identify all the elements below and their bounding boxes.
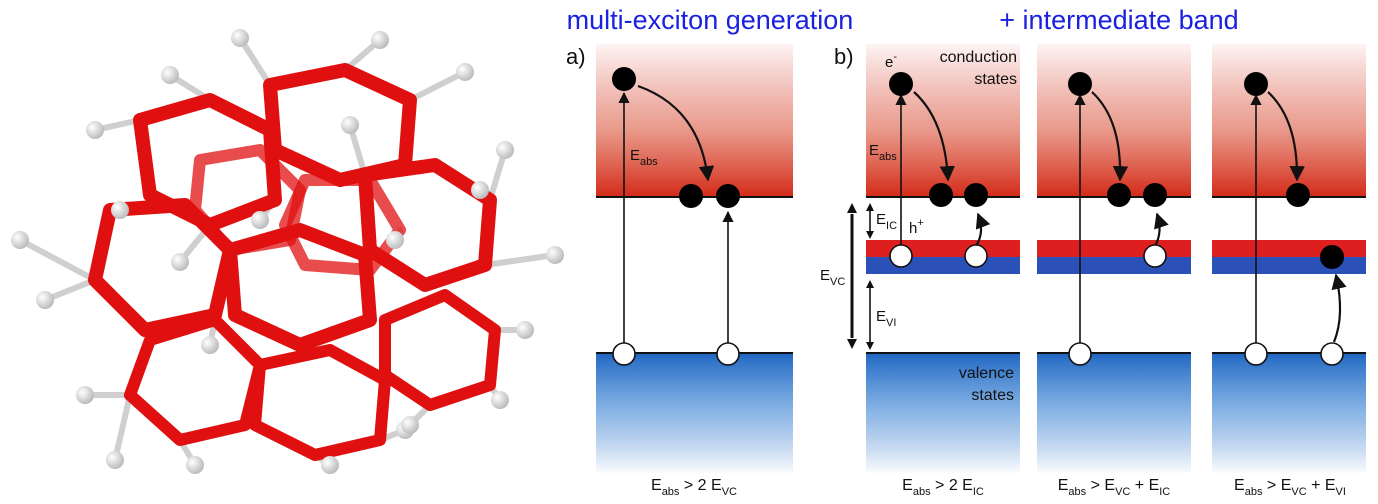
ib-excitation-arrow-b1 bbox=[975, 212, 991, 247]
ib-lower-b1 bbox=[866, 257, 1020, 274]
valence-band-b2 bbox=[1037, 353, 1191, 473]
condition-b2: Eabs > EVC + EIC bbox=[1058, 477, 1171, 498]
hydrogen-atom bbox=[341, 116, 359, 134]
hydrogen-atom bbox=[401, 416, 419, 434]
relaxation-arrow-b1 bbox=[913, 91, 955, 182]
carbon-ring bbox=[379, 289, 501, 411]
valence-band-a bbox=[596, 353, 793, 473]
condition-a: Eabs > 2 EVC bbox=[651, 477, 737, 498]
conduction-states-label-2: states bbox=[974, 71, 1017, 88]
title-multi-exciton: multi-exciton generation bbox=[567, 5, 854, 35]
molecule-cluster bbox=[11, 29, 564, 474]
electron-b3-3 bbox=[1320, 245, 1344, 269]
hydrogen-atom bbox=[516, 321, 534, 339]
electron-a3 bbox=[716, 184, 740, 208]
hydrogen-atom bbox=[171, 253, 189, 271]
conduction-band-b2 bbox=[1037, 44, 1191, 197]
hydrogen-atom bbox=[251, 211, 269, 229]
condition-b1: Eabs > 2 EIC bbox=[902, 477, 984, 498]
electron-b1-3 bbox=[964, 183, 988, 207]
valence-band-b3 bbox=[1212, 353, 1366, 473]
ib-upper-b1 bbox=[866, 240, 1020, 257]
conduction-band-a bbox=[596, 44, 793, 197]
hydrogen-atom bbox=[111, 201, 129, 219]
hydrogen-atom bbox=[471, 181, 489, 199]
ch-bond bbox=[407, 69, 468, 103]
electron-a1 bbox=[612, 67, 636, 91]
vi-excitation-arrow-b3 bbox=[1331, 273, 1347, 343]
electron-b3-2 bbox=[1286, 183, 1310, 207]
hole-b2-2 bbox=[1068, 342, 1092, 366]
hole-b1-1 bbox=[889, 244, 913, 268]
ib-lower-b2 bbox=[1037, 257, 1191, 274]
hydrogen-atom bbox=[201, 336, 219, 354]
conduction-states-label-1: conduction bbox=[940, 49, 1017, 66]
hydrogen-atom bbox=[456, 63, 474, 81]
hydrogen-atom bbox=[371, 31, 389, 49]
evi-arrow-heads bbox=[866, 280, 874, 350]
ch-bond bbox=[482, 252, 558, 268]
hydrogen-atom bbox=[11, 231, 29, 249]
electron-b3-1 bbox=[1244, 72, 1268, 96]
eic-arrow-heads bbox=[866, 203, 874, 239]
hole-b1-2 bbox=[964, 244, 988, 268]
panel-label-a: a) bbox=[566, 44, 586, 69]
title-intermediate-band: + intermediate band bbox=[999, 5, 1238, 35]
relaxation-arrow-b3 bbox=[1267, 91, 1305, 182]
carbon-ring bbox=[124, 314, 266, 446]
hydrogen-atom bbox=[491, 391, 509, 409]
eabs-label-a: Eabs bbox=[630, 147, 658, 168]
evi-label: EVI bbox=[876, 308, 896, 329]
hydrogen-atom bbox=[386, 231, 404, 249]
carbon-ring bbox=[249, 344, 391, 461]
hydrogen-atom bbox=[76, 386, 94, 404]
electron-b2-1 bbox=[1068, 72, 1092, 96]
condition-b3: Eabs > EVC + EVI bbox=[1234, 477, 1346, 498]
hydrogen-atom bbox=[496, 141, 514, 159]
electron-b1-1 bbox=[889, 72, 913, 96]
hydrogen-atom bbox=[321, 456, 339, 474]
electron-b2-2 bbox=[1107, 183, 1131, 207]
electron-b1-2 bbox=[929, 183, 953, 207]
hole-a1 bbox=[612, 342, 636, 366]
hole-b3-2 bbox=[1320, 342, 1344, 366]
electron-b2-3 bbox=[1143, 183, 1167, 207]
evc-label: EVC bbox=[820, 267, 845, 288]
carbon-ring bbox=[223, 223, 377, 352]
hydrogen-atom bbox=[106, 451, 124, 469]
hydrogen-atom bbox=[186, 456, 204, 474]
carbon-ring bbox=[358, 158, 497, 292]
ch-bond bbox=[237, 35, 273, 88]
valence-states-label-1: valence bbox=[959, 365, 1014, 382]
conduction-band-b3 bbox=[1212, 44, 1366, 197]
eic-label: EIC bbox=[876, 211, 897, 232]
ch-bond bbox=[112, 392, 133, 463]
carbon-ring bbox=[263, 63, 417, 187]
hydrogen-atom bbox=[231, 29, 249, 47]
hydrogen-atom bbox=[86, 121, 104, 139]
eabs-label-b: Eabs bbox=[869, 142, 897, 163]
ch-bond bbox=[17, 237, 98, 283]
valence-states-label-2: states bbox=[971, 387, 1014, 404]
relaxation-arrow-a bbox=[637, 84, 715, 182]
carbon-ring bbox=[279, 174, 406, 276]
relaxation-arrow-b2 bbox=[1091, 91, 1129, 182]
hole-b2-1 bbox=[1143, 244, 1167, 268]
panel-label-b: b) bbox=[834, 44, 854, 69]
ib-upper-b2 bbox=[1037, 240, 1191, 257]
hole-a2 bbox=[716, 342, 740, 366]
hole-b3-1 bbox=[1244, 342, 1268, 366]
carbon-ring bbox=[133, 93, 282, 232]
valence-band-b1 bbox=[866, 353, 1020, 473]
hydrogen-atom bbox=[161, 66, 179, 84]
hole-label: h+ bbox=[909, 217, 924, 237]
ib-excitation-arrow-b2 bbox=[1154, 212, 1169, 247]
electron-label: e- bbox=[885, 51, 897, 71]
electron-a2 bbox=[679, 184, 703, 208]
hydrogen-atom bbox=[36, 291, 54, 309]
hydrogen-atom bbox=[546, 246, 564, 264]
